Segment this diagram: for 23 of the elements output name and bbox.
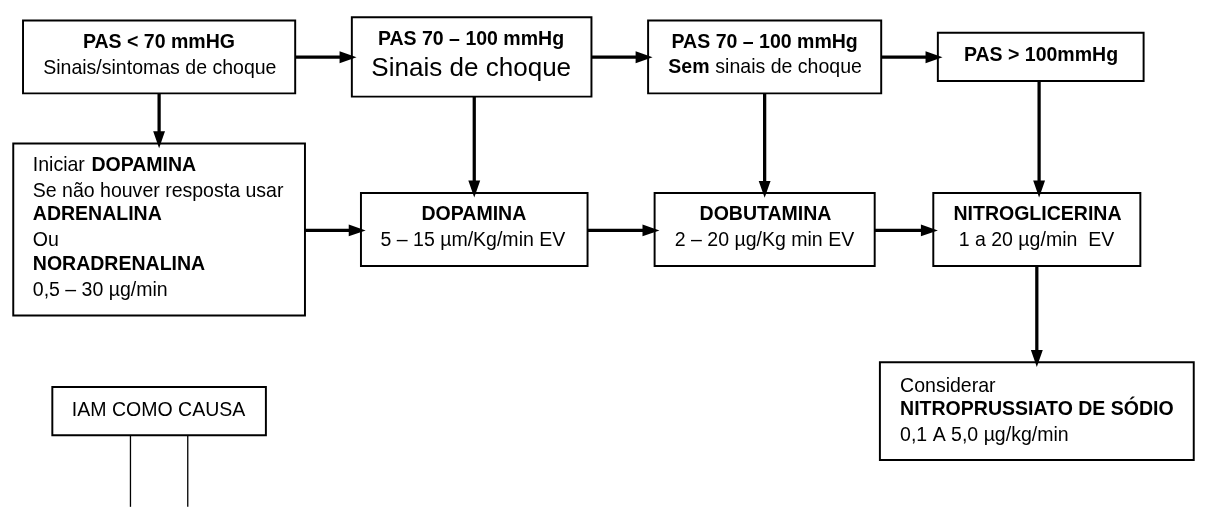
node-box: PAS 70 – 100 mmHg Sem sinais de choque xyxy=(647,19,883,95)
arrow xyxy=(295,51,357,64)
connector xyxy=(187,434,189,508)
connector xyxy=(129,434,132,508)
arrow xyxy=(468,96,481,198)
node-box: Iniciar DOPAMINA Se não houver resposta usar ADRENALINA Ou NORADRENALINA 0,5 – 30 µg/min xyxy=(12,142,306,317)
node-box: DOBUTAMINA 2 – 20 µg/Kg min EV xyxy=(653,192,876,267)
node-box: PAS > 100mmHg xyxy=(936,31,1145,82)
arrow xyxy=(1033,81,1046,198)
node-box: IAM COMO CAUSA xyxy=(51,386,267,437)
arrow xyxy=(881,51,943,64)
node-box: NITROGLICERINA 1 a 20 µg/min EV xyxy=(932,192,1142,267)
arrow xyxy=(305,224,366,237)
arrow xyxy=(1030,266,1043,367)
arrow xyxy=(591,51,653,64)
arrow xyxy=(758,93,771,198)
arrow xyxy=(874,224,938,237)
node-box: PAS 70 – 100 mmHg Sinais de choque xyxy=(350,16,593,98)
arrow xyxy=(587,224,660,237)
arrow xyxy=(153,93,166,149)
node-box: PAS < 70 mmHG Sinais/sintomas de choque xyxy=(22,19,297,95)
node-box: DOPAMINA 5 – 15 µm/Kg/min EV xyxy=(360,192,589,267)
node-box: Considerar NITROPRUSSIATO DE SÓDIO 0,1 A 5,0 µg/kg/min xyxy=(878,361,1195,461)
